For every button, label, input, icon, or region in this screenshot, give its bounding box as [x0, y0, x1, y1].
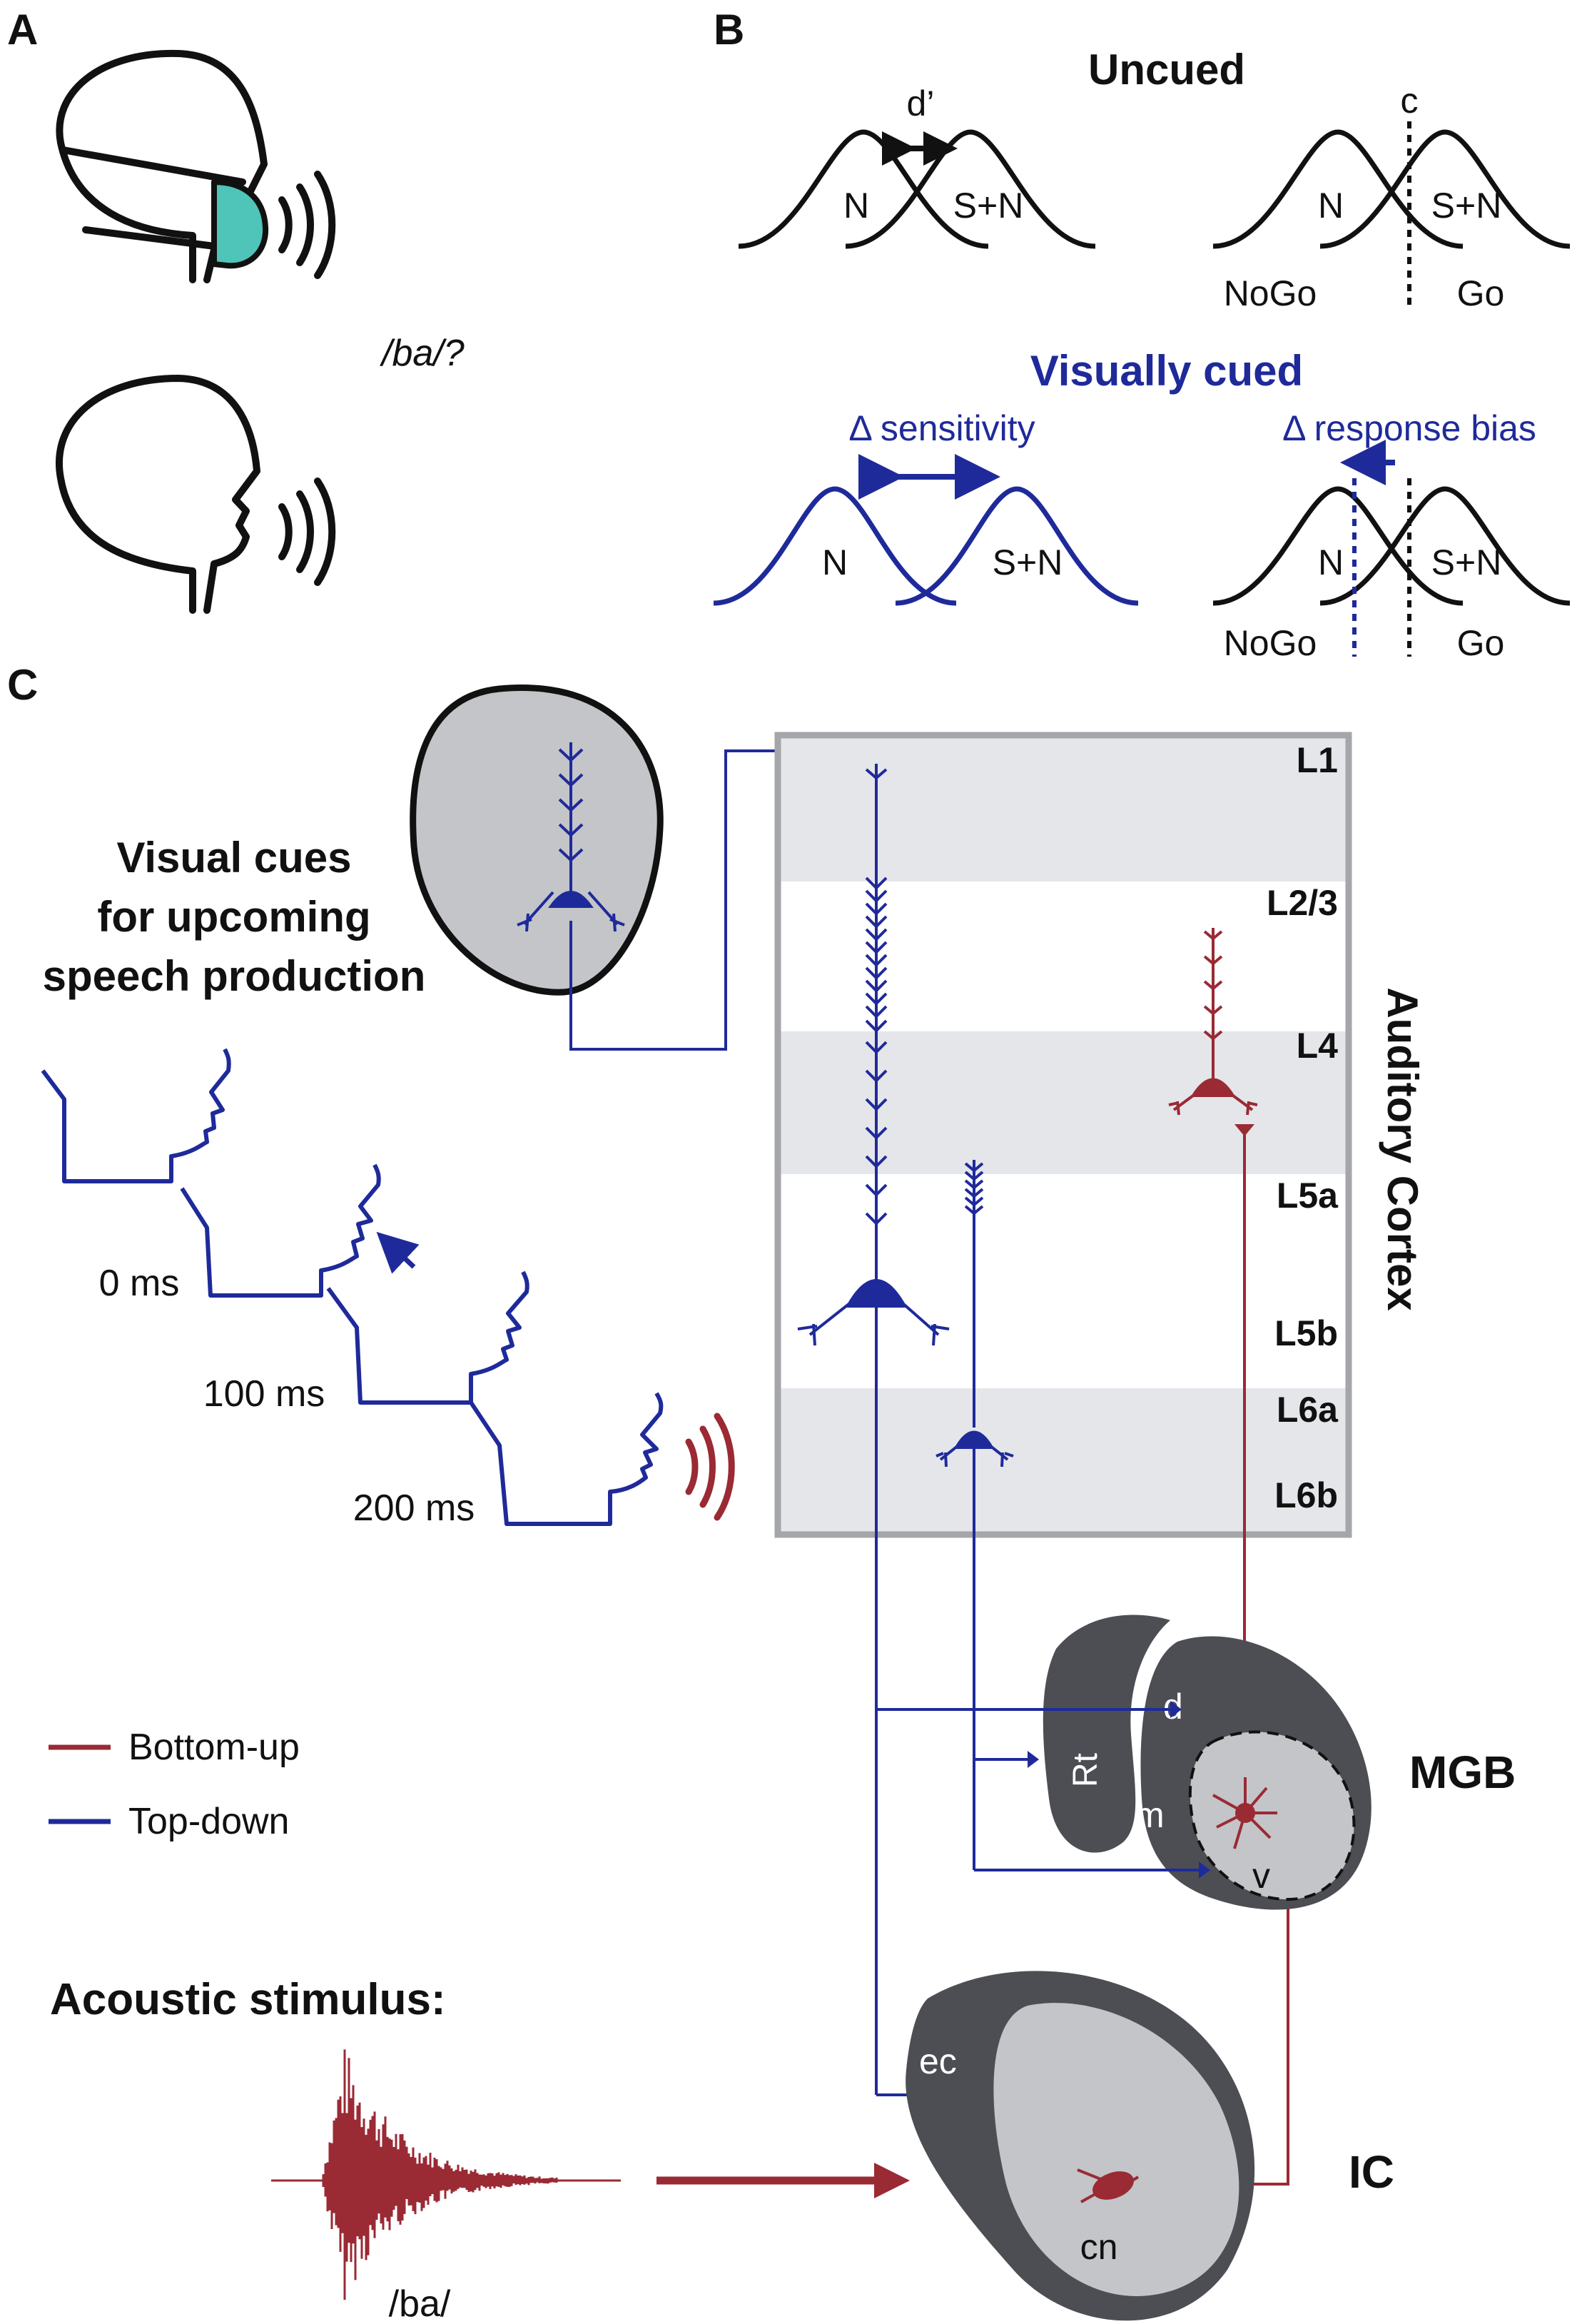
- nogo-label: NoGo: [1224, 273, 1317, 313]
- visual-cues-line-3: speech production: [43, 952, 426, 1000]
- layer-band-l1: [778, 735, 1349, 881]
- uncued-sensitivity-graph: d’ N S+N: [738, 84, 1096, 249]
- noise-distribution: [738, 129, 989, 249]
- noise-label: N: [822, 542, 848, 582]
- cued-bias-graph: N S+N NoGo Go: [1212, 440, 1571, 663]
- masked-head-icon: [56, 49, 336, 283]
- layer-label-l4: L4: [1297, 1026, 1339, 1066]
- l5b-pyramidal-neuron: [797, 764, 950, 2095]
- mgb-label-rt: Rt: [1067, 1753, 1105, 1787]
- noise-label: N: [843, 186, 869, 226]
- visual-cortex-region: [410, 684, 664, 996]
- acoustic-waveform: [322, 2049, 558, 2300]
- noise-label: N: [1318, 542, 1344, 582]
- visual-cortex-neuron: [517, 742, 625, 932]
- cue-arrow: [376, 1231, 420, 1274]
- legend-label-top-down: Top-down: [128, 1801, 289, 1842]
- d-prime-label: d’: [907, 84, 935, 123]
- noise-label: N: [1318, 186, 1344, 226]
- sound-waves-icon: [685, 1413, 735, 1521]
- mgb-region: [1043, 1615, 1371, 1910]
- time-label-0: 0 ms: [99, 1263, 180, 1304]
- l5a-neuron: [964, 1160, 984, 1428]
- face-mask: [211, 179, 269, 269]
- layer-label-l23: L2/3: [1267, 883, 1338, 923]
- ic-central-nucleus: [993, 2003, 1239, 2296]
- mgb-relay-neuron: [1212, 1777, 1277, 1849]
- mgb-label-v: v: [1252, 1856, 1270, 1896]
- layer-band-l4: [778, 1031, 1349, 1174]
- ic-label-cn: cn: [1080, 2227, 1118, 2267]
- acoustic-stimulus-title: Acoustic stimulus:: [50, 1975, 446, 2024]
- layer-label-l6b: L6b: [1274, 1475, 1338, 1515]
- speech-sequence-heads: [41, 1048, 664, 1526]
- layer-band-l6: [778, 1388, 1349, 1535]
- ic-region: [906, 1971, 1255, 2321]
- ic-label-ec: ec: [919, 2041, 957, 2081]
- mgb-rt-nucleus: [1043, 1615, 1170, 1853]
- ic-label: IC: [1349, 2146, 1394, 2198]
- signal-label: S+N: [993, 542, 1063, 582]
- delta-bias-label: Δ response bias: [1282, 408, 1536, 448]
- layer-label-l5b: L5b: [1274, 1313, 1338, 1353]
- mgb-ventral-nucleus: [1188, 1730, 1356, 1901]
- layer-label-l5a: L5a: [1277, 1176, 1339, 1216]
- delta-sensitivity-label: Δ sensitivity: [848, 408, 1035, 448]
- stimulus-label: /ba/: [389, 2283, 451, 2324]
- layer-label-l6a: L6a: [1277, 1390, 1339, 1430]
- auditory-cortex-label: Auditory Cortex: [1379, 987, 1426, 1310]
- panel-label-a: A: [7, 6, 38, 54]
- cued-sensitivity-graph: N S+N: [713, 454, 1139, 606]
- question-label: /ba/?: [380, 333, 465, 374]
- mgb-label: MGB: [1409, 1747, 1516, 1798]
- l4-input-terminal: [1234, 1124, 1254, 1136]
- go-label: Go: [1457, 623, 1505, 663]
- nogo-label: NoGo: [1224, 623, 1317, 663]
- auditory-cortex-box: [774, 732, 1352, 1538]
- visually-cued-title: Visually cued: [1030, 347, 1303, 395]
- uncued-title: Uncued: [1088, 46, 1245, 94]
- signal-distribution: [845, 129, 1096, 249]
- visual-cues-line-2: for upcoming: [97, 893, 370, 941]
- ic-neuron: [1077, 2168, 1140, 2203]
- criterion-label: c: [1401, 81, 1419, 121]
- uncued-criterion-graph: c N S+N NoGo Go: [1212, 81, 1571, 313]
- legend: Bottom-up Top-down: [49, 1727, 300, 1842]
- signal-label: S+N: [953, 186, 1024, 226]
- speaking-head-icon: [56, 375, 336, 614]
- time-label-100: 100 ms: [203, 1373, 325, 1415]
- l4-bottom-up-neuron: [1168, 928, 1258, 1116]
- panel-label-c: C: [7, 661, 38, 709]
- legend-label-bottom-up: Bottom-up: [128, 1727, 300, 1768]
- signal-label: S+N: [1431, 186, 1502, 226]
- l6-neuron: [935, 1430, 1014, 1870]
- visual-cues-line-1: Visual cues: [116, 834, 351, 881]
- panel-label-b: B: [714, 6, 744, 54]
- signal-label: S+N: [1431, 542, 1502, 582]
- time-label-200: 200 ms: [353, 1487, 475, 1529]
- mgb-label-m: m: [1135, 1795, 1165, 1835]
- layer-label-l1: L1: [1297, 740, 1338, 780]
- go-label: Go: [1457, 273, 1505, 313]
